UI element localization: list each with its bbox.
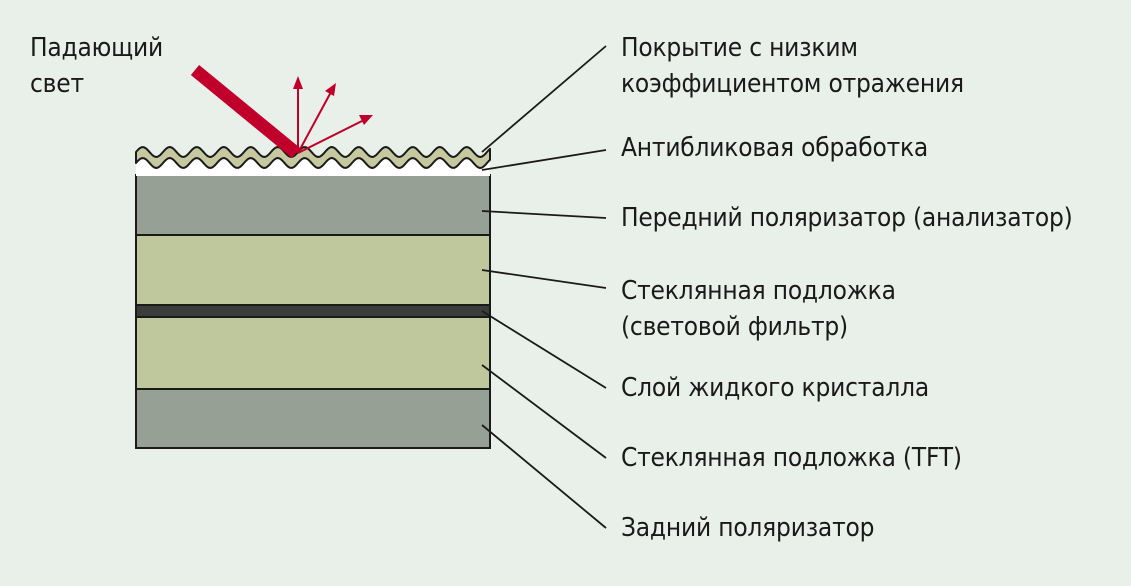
reflected-rays (293, 76, 373, 154)
label-anti-glare: Антибликовая обработка (621, 133, 929, 163)
label-front-polarizer: Передний поляризатор (анализатор) (621, 203, 1073, 233)
label-glass-tft: Стеклянная подложка (TFT) (621, 443, 962, 473)
leader-anti-glare (481, 149, 607, 171)
leader-coating (481, 45, 607, 153)
label-glass-color-filter: Стеклянная подложка (световой фильтр) (621, 276, 896, 342)
incident-light-beam (190, 64, 301, 159)
arrow-head-up-icon (293, 76, 303, 89)
label-low-reflection-coating: Покрытие с низким коэффициентом отражени… (621, 33, 964, 99)
leader-rear-polarizer (481, 424, 607, 529)
leader-front-polarizer (481, 210, 607, 219)
leader-glass-color-filter (481, 269, 607, 289)
leader-lines (481, 45, 607, 529)
layer-anti-glare (136, 158, 490, 176)
arrow-head-shallow-icon (359, 115, 373, 125)
layer-liquid-crystal (135, 304, 491, 318)
label-liquid-crystal: Слой жидкого кристалла (621, 373, 929, 403)
layer-glass-substrate-tft (135, 316, 491, 390)
leader-glass-tft (481, 364, 607, 459)
incident-light-label: Падающий свет (30, 33, 163, 99)
label-rear-polarizer: Задний поляризатор (621, 513, 875, 543)
layer-front-polarizer (135, 174, 491, 236)
reflected-ray-diagonal (297, 91, 332, 154)
reflected-ray-shallow (297, 119, 365, 154)
arrow-head-diagonal-icon (325, 83, 336, 96)
layer-low-reflection-coating (135, 146, 491, 169)
leader-liquid-crystal (481, 310, 607, 389)
layer-rear-polarizer (135, 388, 491, 449)
layer-glass-substrate-color-filter (135, 234, 491, 306)
